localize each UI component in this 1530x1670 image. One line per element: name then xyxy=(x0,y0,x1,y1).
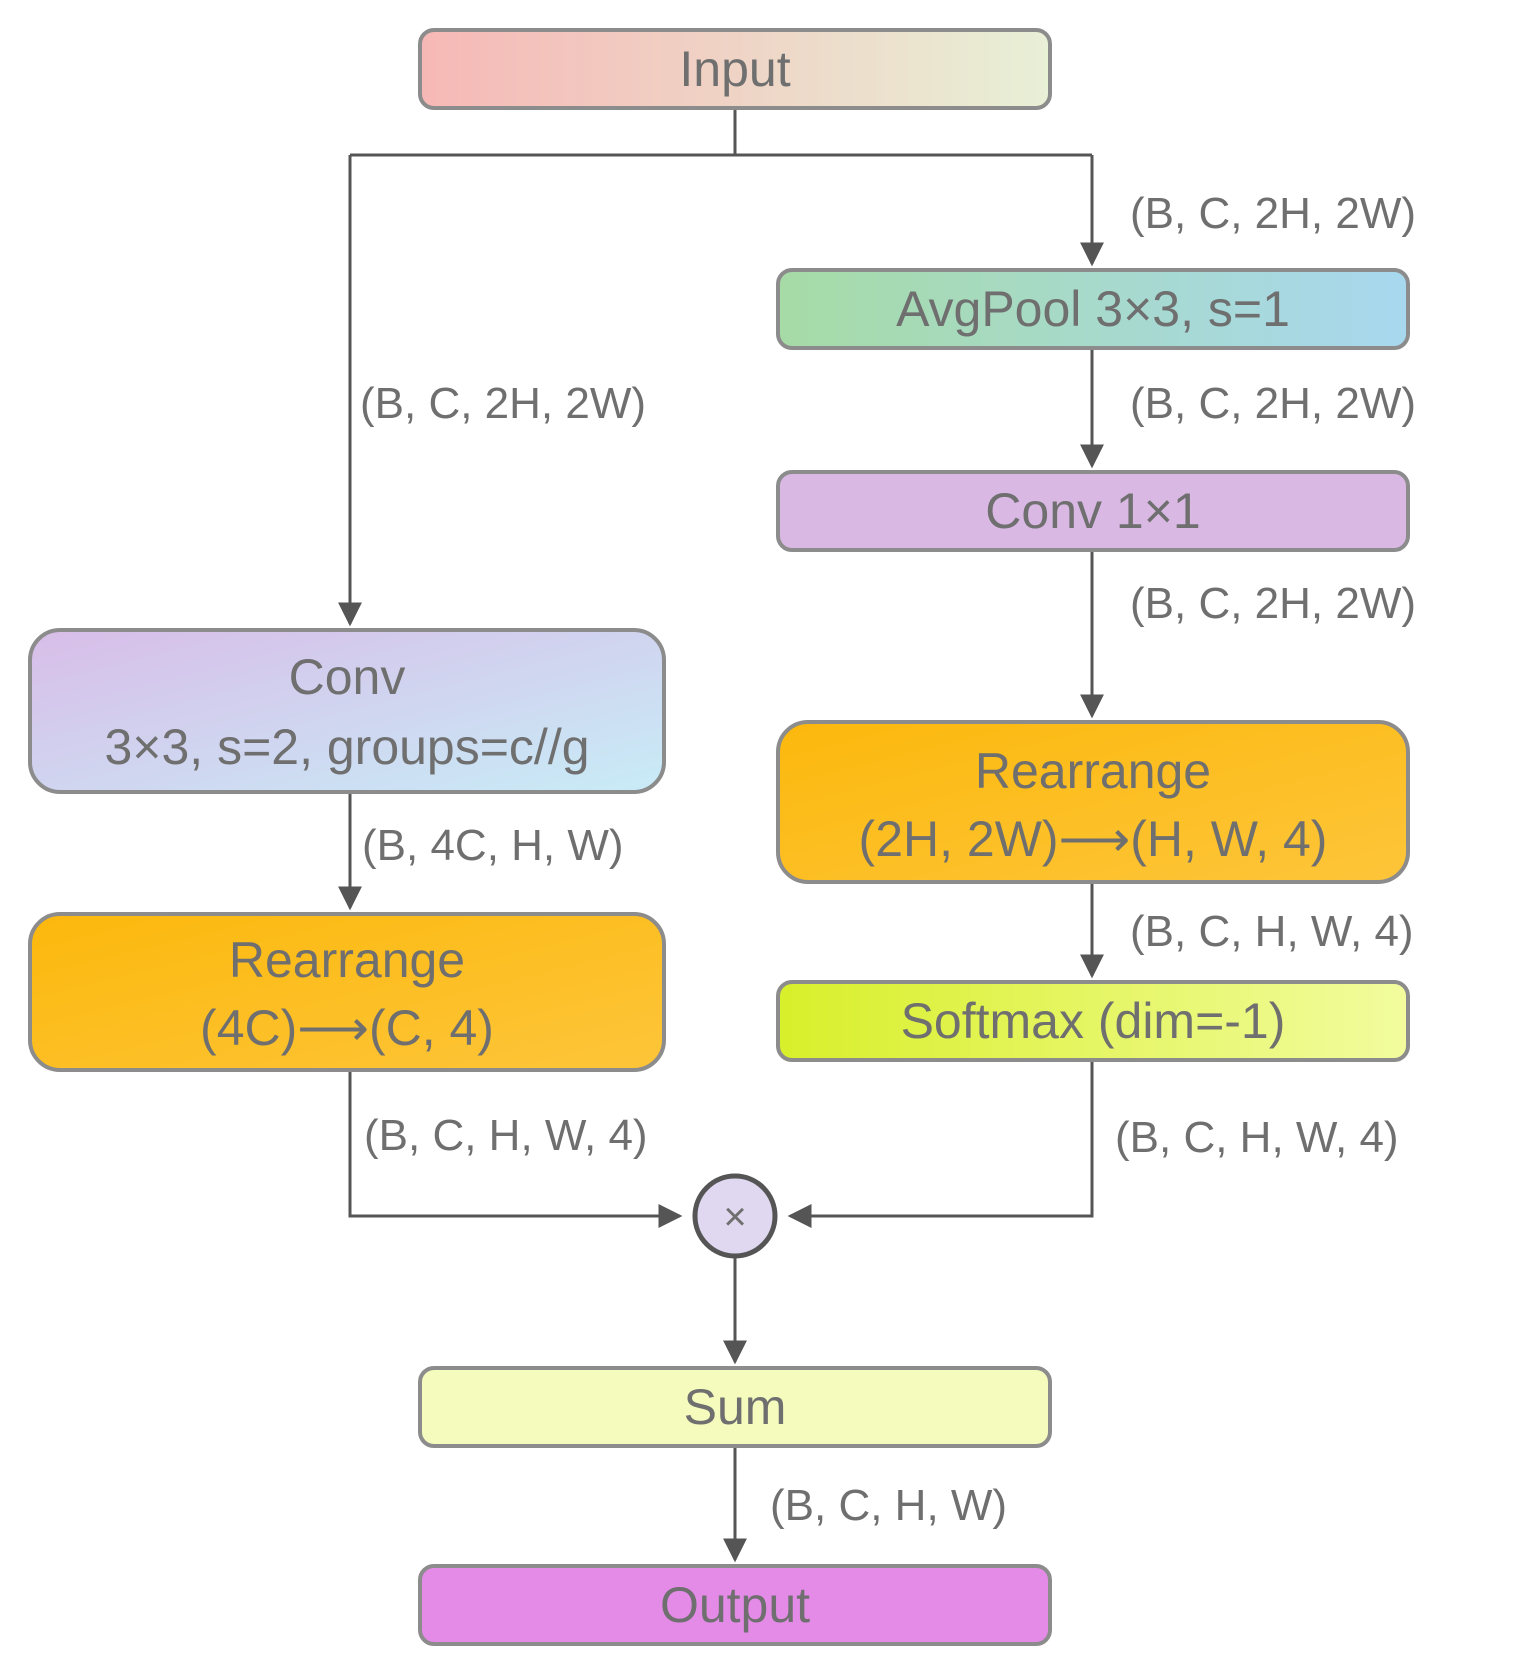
node-conv-left: Conv 3×3, s=2, groups=c//g xyxy=(28,628,666,794)
shape-right-after-rearrange: (B, C, H, W, 4) xyxy=(1130,907,1414,956)
node-avgpool-label: AvgPool 3×3, s=1 xyxy=(896,281,1290,337)
shape-after-sum: (B, C, H, W) xyxy=(770,1481,1007,1530)
node-conv-left-title: Conv xyxy=(289,649,406,705)
node-rearrange-right-detail: (2H, 2W)⟶(H, W, 4) xyxy=(859,811,1328,867)
node-output-label: Output xyxy=(660,1577,810,1633)
shape-right-after-softmax: (B, C, H, W, 4) xyxy=(1115,1113,1399,1162)
edge-softmax-to-multiply xyxy=(787,1060,1094,1228)
shape-left-after-rearrange: (B, C, H, W, 4) xyxy=(364,1111,648,1160)
node-rearrange-right: Rearrange (2H, 2W)⟶(H, W, 4) xyxy=(776,720,1410,884)
shape-right-input: (B, C, 2H, 2W) xyxy=(1130,189,1416,238)
node-output: Output xyxy=(418,1564,1052,1646)
node-rearrange-left-detail: (4C)⟶(C, 4) xyxy=(200,1000,494,1056)
node-multiply: × xyxy=(692,1173,778,1259)
node-softmax: Softmax (dim=-1) xyxy=(776,980,1410,1062)
shape-labels: (B, C, 2H, 2W) (B, C, 2H, 2W) (B, C, 2H,… xyxy=(360,189,1416,1530)
node-conv1x1-label: Conv 1×1 xyxy=(985,483,1200,539)
node-input: Input xyxy=(418,28,1052,110)
node-conv-left-detail: 3×3, s=2, groups=c//g xyxy=(104,719,589,775)
node-rearrange-left: Rearrange (4C)⟶(C, 4) xyxy=(28,912,666,1072)
node-softmax-label: Softmax (dim=-1) xyxy=(901,993,1286,1049)
node-sum-label: Sum xyxy=(684,1379,787,1435)
shape-right-after-conv: (B, C, 2H, 2W) xyxy=(1130,579,1416,628)
node-input-label: Input xyxy=(679,41,790,97)
node-avgpool: AvgPool 3×3, s=1 xyxy=(776,268,1410,350)
node-rearrange-left-title: Rearrange xyxy=(229,932,465,988)
edges xyxy=(338,108,1104,1563)
multiply-icon: × xyxy=(723,1195,746,1239)
node-conv1x1: Conv 1×1 xyxy=(776,470,1410,552)
node-sum: Sum xyxy=(418,1366,1052,1448)
shape-left-input: (B, C, 2H, 2W) xyxy=(360,379,646,428)
edge-rearrange-left-to-multiply xyxy=(348,1070,683,1228)
shape-left-after-conv: (B, 4C, H, W) xyxy=(362,821,624,870)
shape-right-after-pool: (B, C, 2H, 2W) xyxy=(1130,379,1416,428)
node-rearrange-right-title: Rearrange xyxy=(975,743,1211,799)
